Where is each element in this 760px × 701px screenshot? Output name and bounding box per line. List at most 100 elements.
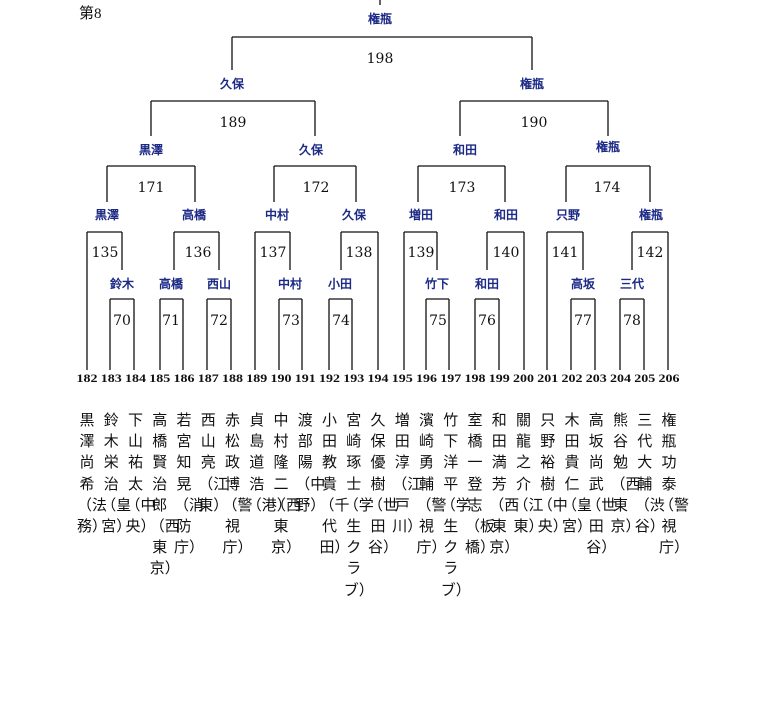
match-number-77: 77 (574, 313, 592, 329)
entry-number: 199 (489, 371, 510, 385)
winner-140: 和田 (493, 207, 518, 222)
player-entry: 若宮知晃（消防庁） (174, 410, 204, 558)
player-affiliation: （西東京） (271, 495, 302, 557)
player-entry: 濱崎勇輔（警視庁） (417, 410, 447, 558)
winner-70: 鈴木 (110, 276, 135, 291)
player-name: 黒澤尚希 (79, 411, 95, 493)
match-number-190: 190 (521, 115, 548, 131)
match-number-189: 189 (220, 115, 247, 131)
player-entry: 三代大輔 （渋谷） (635, 410, 665, 537)
player-affiliation: （板橋） (465, 517, 496, 557)
match-number-142: 142 (637, 245, 664, 261)
player-entry: 只野裕樹 （中央） (538, 410, 568, 537)
match-number-73: 73 (282, 313, 300, 329)
entry-number: 186 (174, 371, 195, 385)
semifinal-winner-left: 久保 (220, 76, 245, 91)
player-affiliation: （江東） (198, 474, 229, 514)
player-entry: 竹下洋平（学生クラブ） (441, 410, 471, 601)
winner-74: 小田 (328, 276, 352, 291)
match-number-172: 172 (303, 180, 330, 196)
match-number-70: 70 (113, 313, 131, 329)
player-name: 増田淳 (394, 411, 410, 472)
player-entry: 黒澤尚希（法務） (77, 410, 107, 537)
entry-number: 187 (198, 371, 219, 385)
player-affiliation: （千代田） (319, 495, 350, 557)
semifinal-winner-right: 権瓶 (520, 76, 544, 91)
match-number-135: 135 (92, 245, 119, 261)
entry-number: 182 (77, 371, 98, 385)
player-entry: 木田貴仁（皇宮） (562, 410, 592, 537)
entry-number: 183 (101, 371, 122, 385)
winner-72: 西山 (207, 276, 231, 291)
player-name: 久保優樹 (370, 411, 386, 493)
player-name: 高坂尚武 (588, 411, 604, 493)
entry-number: 195 (392, 371, 413, 385)
player-affiliation: （消防庁） (174, 495, 205, 557)
match-number-75: 75 (429, 313, 447, 329)
player-affiliation: （中央） (537, 495, 568, 536)
player-affiliation: （江戸川） (392, 474, 423, 536)
match-number-198: 198 (367, 51, 394, 67)
entry-number: 196 (416, 371, 437, 385)
player-entry: 小田教貴（千代田） (320, 410, 350, 558)
match-number-137: 137 (260, 245, 287, 261)
player-name: 關龍之介 (515, 411, 531, 493)
winner-135: 黒澤 (95, 207, 119, 222)
player-name: 西山亮 (200, 411, 216, 472)
player-affiliation: （西東京） (610, 474, 641, 536)
player-name: 渡部陽 (297, 411, 313, 472)
entry-number: 193 (343, 371, 364, 385)
player-affiliation: （警視庁） (222, 495, 253, 557)
entry-number: 184 (125, 371, 146, 385)
match-number-139: 139 (408, 245, 435, 261)
player-entry: 高橋賢治郎（西東京） (150, 410, 180, 580)
entry-number: 202 (562, 371, 583, 385)
entry-number: 190 (271, 371, 292, 385)
player-entry: 増田淳 （江戸川） (392, 410, 422, 537)
player-affiliation: （渋谷） (634, 495, 665, 536)
player-entry: 渡部陽（中野） (295, 410, 325, 516)
entry-number: 192 (319, 371, 340, 385)
match-number-138: 138 (346, 245, 373, 261)
entry-number: 200 (513, 371, 534, 385)
player-affiliation: （学生クラブ） (440, 495, 471, 599)
match-number-141: 141 (552, 245, 579, 261)
winner-138: 久保 (342, 207, 367, 222)
winner-139: 増田 (409, 207, 433, 222)
player-entry: 和田満芳（西東京） (489, 410, 519, 558)
winner-141: 只野 (556, 208, 580, 222)
player-name: 熊谷勉 (612, 411, 628, 472)
player-affiliation: （西東京） (149, 517, 180, 578)
player-name: 貞島道浩 (249, 411, 265, 493)
winner-137: 中村 (265, 207, 289, 222)
entry-number: 205 (634, 371, 655, 385)
entry-number: 188 (222, 371, 243, 385)
match-number-174: 174 (594, 180, 621, 196)
entry-number: 189 (246, 371, 267, 385)
player-entry: 西山亮 （江東） (198, 410, 228, 516)
match-number-173: 173 (449, 180, 476, 196)
player-entry: 熊谷勉 （西東京） (611, 410, 641, 537)
winner-71: 高橋 (159, 276, 184, 291)
player-name: 宮崎琢士 (346, 411, 362, 493)
player-name: 三代大輔 (637, 411, 653, 493)
player-entry: 高坂尚武（世田谷） (586, 410, 616, 558)
page-number: 第8 (79, 6, 102, 22)
winner-171: 黒澤 (139, 142, 163, 157)
winner-174: 権瓶 (596, 139, 620, 154)
player-affiliation: （学生クラブ） (343, 495, 374, 599)
player-name: 権瓶功泰 (661, 411, 677, 493)
champion-name: 権瓶 (368, 11, 392, 26)
match-number-136: 136 (185, 245, 212, 261)
match-number-74: 74 (332, 313, 350, 329)
entry-number: 206 (659, 371, 680, 385)
match-number-71: 71 (162, 313, 180, 329)
player-affiliation: （江東） (513, 495, 544, 536)
player-name: 只野裕樹 (540, 411, 556, 493)
player-entry: 権瓶功泰 （警視庁） (659, 410, 689, 558)
player-affiliation: （皇宮） (562, 495, 593, 536)
winner-173: 和田 (452, 142, 477, 157)
player-affiliation: （警視庁） (659, 495, 690, 557)
winner-73: 中村 (278, 276, 302, 291)
